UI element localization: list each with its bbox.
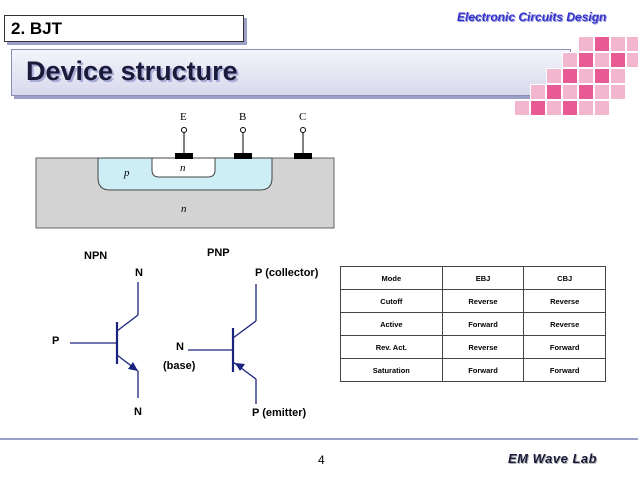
base-region-label: p: [124, 167, 130, 179]
emitter-contact: [175, 153, 193, 159]
mosaic-cell: [562, 84, 578, 100]
terminal-b-label: B: [239, 111, 247, 123]
mosaic-cell: [610, 84, 626, 100]
table-row: Rev. Act. Reverse Forward: [340, 335, 606, 359]
emitter-region-label: n: [180, 162, 186, 174]
mosaic-cell: [562, 52, 578, 68]
mosaic-cell: [594, 52, 610, 68]
mosaic-cell: [578, 68, 594, 84]
npn-emitter-label: N: [134, 406, 142, 418]
header-ebj: EBJ: [441, 266, 525, 290]
mosaic-cell: [594, 100, 610, 116]
section-label-box: 2. BJT: [4, 15, 244, 42]
page-number: 4: [318, 453, 325, 467]
table-cell: Forward: [523, 358, 606, 382]
mosaic-cell: [578, 36, 594, 52]
pnp-title: PNP: [207, 247, 230, 259]
npn-title: NPN: [84, 250, 108, 262]
npn-base-label: P: [52, 335, 60, 347]
pnp-collector-label: P (collector): [255, 267, 319, 279]
table-row: Saturation Forward Forward: [340, 358, 606, 382]
table-cell: Forward: [441, 358, 525, 382]
table-cell: Reverse: [523, 312, 606, 336]
table-cell: Reverse: [441, 335, 525, 359]
mosaic-cell: [594, 68, 610, 84]
table-cell: Saturation: [340, 358, 443, 382]
base-terminal: [240, 127, 246, 133]
terminal-c-label: C: [299, 111, 307, 123]
mosaic-cell: [546, 100, 562, 116]
table-cell: Forward: [441, 312, 525, 336]
mosaic-cell: [610, 36, 626, 52]
mosaic-cell: [578, 84, 594, 100]
mosaic-cell: [578, 52, 594, 68]
mosaic-cell: [610, 68, 626, 84]
course-title: Electronic Circuits Design: [457, 10, 607, 24]
lab-name: EM Wave Lab: [508, 451, 598, 466]
mosaic-cell: [514, 100, 530, 116]
title-bar: Device structure: [11, 49, 571, 96]
base-contact: [234, 153, 252, 159]
mosaic-cell: [594, 36, 610, 52]
table-cell: Forward: [523, 335, 606, 359]
mosaic-cell: [626, 36, 638, 52]
mosaic-cell: [530, 100, 546, 116]
slide-title: Device structure: [26, 56, 238, 86]
mosaic-cell: [610, 52, 626, 68]
section-label: 2. BJT: [11, 19, 63, 38]
mosaic-cell: [562, 68, 578, 84]
mosaic-cell: [626, 52, 638, 68]
table-cell: Reverse: [523, 289, 606, 313]
operating-modes-table: Mode EBJ CBJ Cutoff Reverse Reverse Acti…: [340, 266, 606, 382]
table-row: Active Forward Reverse: [340, 312, 606, 336]
table-cell: Reverse: [441, 289, 525, 313]
table-row: Cutoff Reverse Reverse: [340, 289, 606, 313]
emitter-n-region: [151, 157, 216, 178]
pnp-base-label: N: [176, 341, 184, 353]
mosaic-cell: [546, 84, 562, 100]
terminal-e-label: E: [180, 111, 187, 123]
mosaic-cell: [578, 100, 594, 116]
header-cbj: CBJ: [523, 266, 606, 290]
table-header-row: Mode EBJ CBJ: [340, 266, 606, 290]
table-cell: Rev. Act.: [340, 335, 443, 359]
mosaic-cell: [562, 100, 578, 116]
mosaic-cell: [530, 84, 546, 100]
npn-transistor-symbol: [70, 282, 139, 398]
npn-collector-label: N: [135, 267, 143, 279]
collector-region-label: n: [181, 203, 187, 215]
mosaic-cell: [594, 84, 610, 100]
pnp-base-note: (base): [163, 360, 196, 372]
table-cell: Cutoff: [340, 289, 443, 313]
collector-contact: [294, 153, 312, 159]
emitter-terminal: [181, 127, 187, 133]
collector-terminal: [300, 127, 306, 133]
pnp-transistor-symbol: [188, 284, 257, 404]
mosaic-cell: [546, 68, 562, 84]
table-cell: Active: [340, 312, 443, 336]
pnp-emitter-label: P (emitter): [252, 407, 307, 419]
header-mode: Mode: [340, 266, 443, 290]
footer-divider: [0, 438, 638, 440]
